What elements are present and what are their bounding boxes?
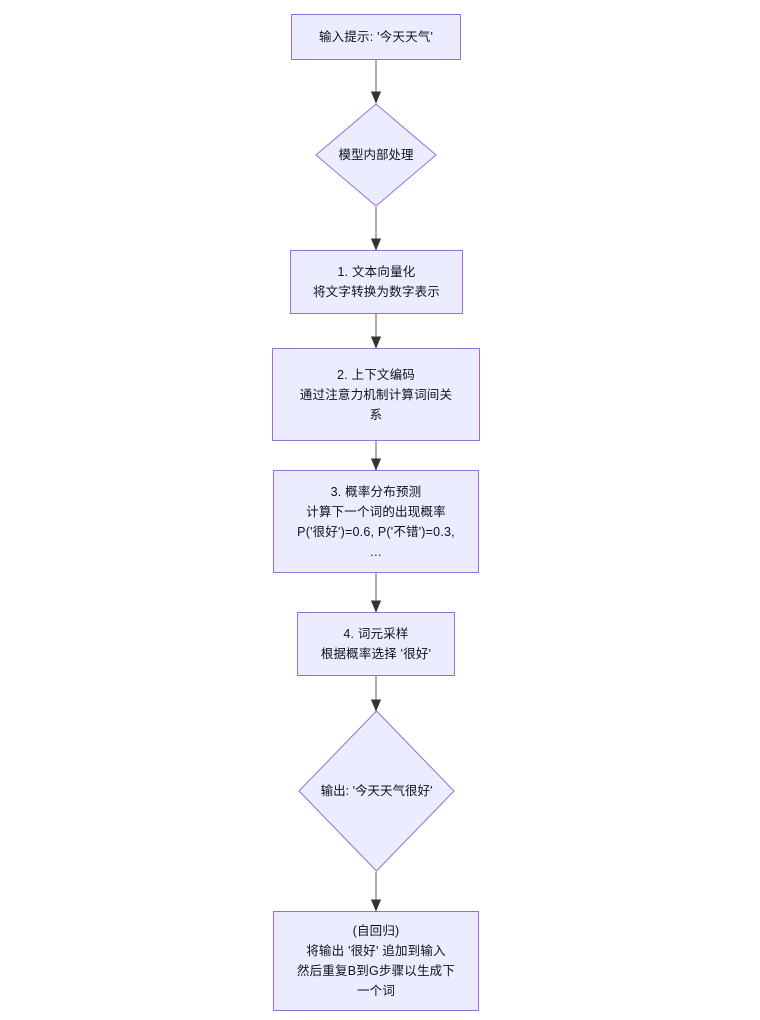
context-encoding-label: 2. 上下文编码 通过注意力机制计算词间关 系 — [299, 367, 453, 422]
token-sampling-label: 4. 词元采样 根据概率选择 '很好' — [320, 627, 432, 661]
text-vectorization-label: 1. 文本向量化 将文字转换为数字表示 — [312, 265, 440, 299]
autoregressive-loop-node[interactable]: (自回归) 将输出 '很好' 追加到输入 然后重复B到G步骤以生成下 一个词 — [273, 911, 479, 1011]
text-vectorization-node[interactable]: 1. 文本向量化 将文字转换为数字表示 — [290, 250, 463, 314]
probability-prediction-node[interactable]: 3. 概率分布预测 计算下一个词的出现概率 P('很好')=0.6, P('不错… — [273, 470, 479, 573]
diamond-shape — [298, 710, 455, 872]
model-internal-processing-node[interactable]: 模型内部处理 — [315, 103, 437, 207]
autoregressive-loop-label: (自回归) 将输出 '很好' 追加到输入 然后重复B到G步骤以生成下 一个词 — [296, 924, 456, 998]
probability-prediction-label: 3. 概率分布预测 计算下一个词的出现概率 P('很好')=0.6, P('不错… — [297, 484, 455, 559]
context-encoding-node[interactable]: 2. 上下文编码 通过注意力机制计算词间关 系 — [272, 348, 480, 441]
output-node[interactable]: 输出: '今天天气很好' — [298, 710, 455, 872]
input-prompt-node[interactable]: 输入提示: '今天天气' — [291, 14, 461, 60]
model-internal-processing-label: 模型内部处理 — [338, 148, 414, 162]
input-prompt-label: 输入提示: '今天天气' — [318, 30, 434, 44]
output-label: 输出: '今天天气很好' — [320, 784, 433, 798]
diamond-shape — [315, 103, 437, 207]
token-sampling-node[interactable]: 4. 词元采样 根据概率选择 '很好' — [297, 612, 455, 676]
